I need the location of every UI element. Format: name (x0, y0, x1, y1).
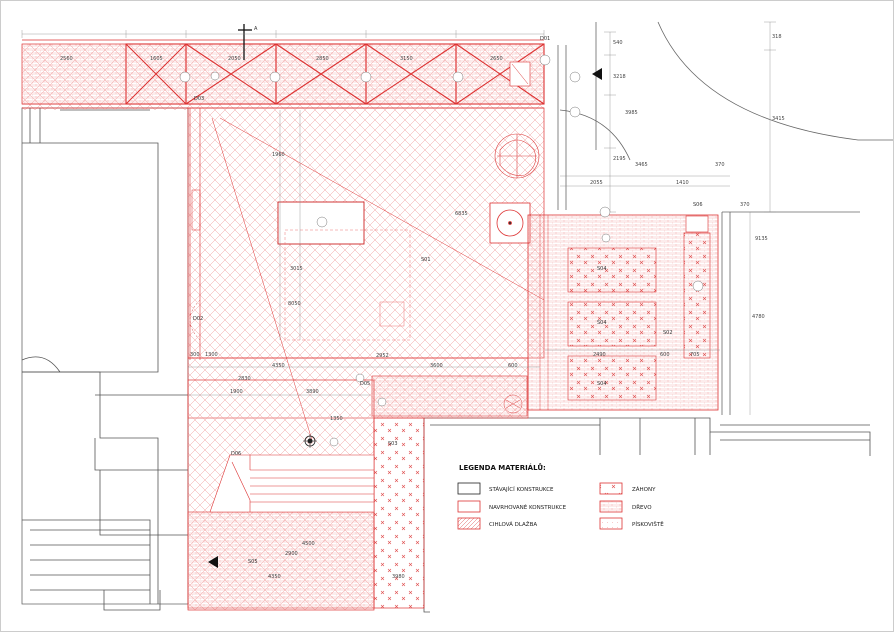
road-curve (557, 21, 894, 415)
dim-mid-1350: 1350 (330, 416, 343, 422)
dim-right-3985: 3985 (625, 110, 638, 116)
dim-mid-6835: 6835 (455, 211, 468, 217)
dim-mid-3600: 3600 (430, 363, 443, 369)
well-element (489, 202, 531, 244)
dim-mid-1300: 1300 (205, 352, 218, 358)
dim-right-318: 318 (772, 34, 782, 40)
legend-item-brick: CIHLOVÁ DLAŽBA (489, 520, 537, 528)
legend-item-wood: DŘEVO (632, 503, 652, 511)
lamp-symbol (303, 434, 317, 448)
dim-top-2850: 2850 (316, 56, 329, 62)
legend-swatch-existing (457, 482, 481, 495)
label-s04b: S04 (597, 320, 607, 326)
paved-area-s01 (187, 107, 545, 441)
dim-right-370b: 370 (740, 202, 750, 208)
dim-top-1605: 1605 (150, 56, 163, 62)
dim-mid-1960: 1960 (272, 152, 285, 158)
dim-top-2650: 2650 (490, 56, 503, 62)
dim-right-540: 540 (613, 40, 623, 46)
stairs (209, 454, 375, 513)
entrance-arrows (208, 68, 602, 568)
legend-swatch-beds (599, 482, 623, 495)
dimension-lines (21, 21, 776, 415)
label-d03: D03 (194, 96, 204, 102)
section-marker: A (238, 24, 258, 60)
shrub-symbol (503, 394, 523, 414)
label-s01: S01 (421, 257, 431, 263)
legend: LEGENDA MATERIÁLŮ: STÁVAJÍCÍ KONSTRUKCE … (430, 456, 894, 632)
dim-mid-2830: 2830 (238, 376, 251, 382)
dim-right-2055: 2055 (590, 180, 603, 186)
section-marker-label: A (254, 26, 258, 32)
dim-mid-3980: 3980 (392, 574, 405, 580)
label-s02: S02 (663, 330, 673, 336)
dim-right-2195: 2195 (613, 156, 626, 162)
dim-right-1410: 1410 (676, 180, 689, 186)
legend-item-beds: ZÁHONY (632, 486, 656, 493)
dim-right-3415: 3415 (772, 116, 785, 122)
legend-swatch-proposed (457, 500, 481, 513)
dim-mid-3890: 3890 (306, 389, 319, 395)
dim-mid-600c: 600 (660, 352, 670, 358)
existing-building-left (21, 107, 189, 611)
dim-right-9135: 9135 (755, 236, 768, 242)
dim-mid-2490: 2490 (593, 352, 606, 358)
dim-top-2050: 2050 (228, 56, 241, 62)
dim-right-370a: 370 (715, 162, 725, 168)
dim-mid-2900: 2900 (285, 551, 298, 557)
legend-swatch-sandpit (599, 517, 623, 530)
label-s05: S05 (248, 559, 258, 565)
garden-beds-s04 (527, 214, 719, 411)
dim-right-3218: 3218 (613, 74, 626, 80)
dimension-texts: 2560 1605 2050 2850 3150 2650 540 3218 3… (60, 34, 785, 580)
legend-item-sandpit: PÍSKOVIŠTĚ (632, 520, 664, 528)
label-s04c: S04 (597, 381, 607, 387)
dim-mid-4500: 4500 (302, 541, 315, 547)
dim-mid-8050: 8050 (288, 301, 301, 307)
label-d02: D02 (193, 316, 203, 322)
label-s03: S03 (388, 441, 398, 447)
label-d06: D06 (231, 451, 241, 457)
dim-mid-4350a: 4350 (272, 363, 285, 369)
entrance-arrow-bottom (208, 556, 218, 568)
legend-swatch-brick (457, 517, 481, 530)
pergola-top (21, 39, 545, 110)
room-labels: S01 D02 D03 D05 D06 D01 S03 S04 S04 S04 … (193, 36, 703, 565)
dim-mid-3015: 3015 (290, 266, 303, 272)
dim-mid-2952: 2952 (376, 353, 389, 359)
label-s06: S06 (693, 202, 703, 208)
label-d05: D05 (360, 381, 370, 387)
legend-swatch-wood (599, 500, 623, 513)
dim-mid-1900: 1900 (230, 389, 243, 395)
dim-right-4780: 4780 (752, 314, 765, 320)
label-d01: D01 (540, 36, 550, 42)
dim-mid-4350b: 4350 (268, 574, 281, 580)
dim-mid-600a: 600 (508, 363, 518, 369)
dim-mid-705: 705 (690, 352, 700, 358)
dim-right-3465: 3465 (635, 162, 648, 168)
dim-mid-300: 300 (190, 352, 200, 358)
legend-item-proposed: NAVRHOVANÉ KONSTRUKCE (489, 503, 567, 511)
label-s04a: S04 (597, 266, 607, 272)
legend-item-existing: STÁVAJÍCÍ KONSTRUKCE (489, 486, 554, 493)
entrance-arrow-top (592, 68, 602, 80)
grid-markers (179, 54, 704, 447)
legend-title: LEGENDA MATERIÁLŮ: (459, 463, 546, 472)
dim-top-2560: 2560 (60, 56, 73, 62)
dim-top-3150: 3150 (400, 56, 413, 62)
tree-symbol (494, 133, 540, 179)
